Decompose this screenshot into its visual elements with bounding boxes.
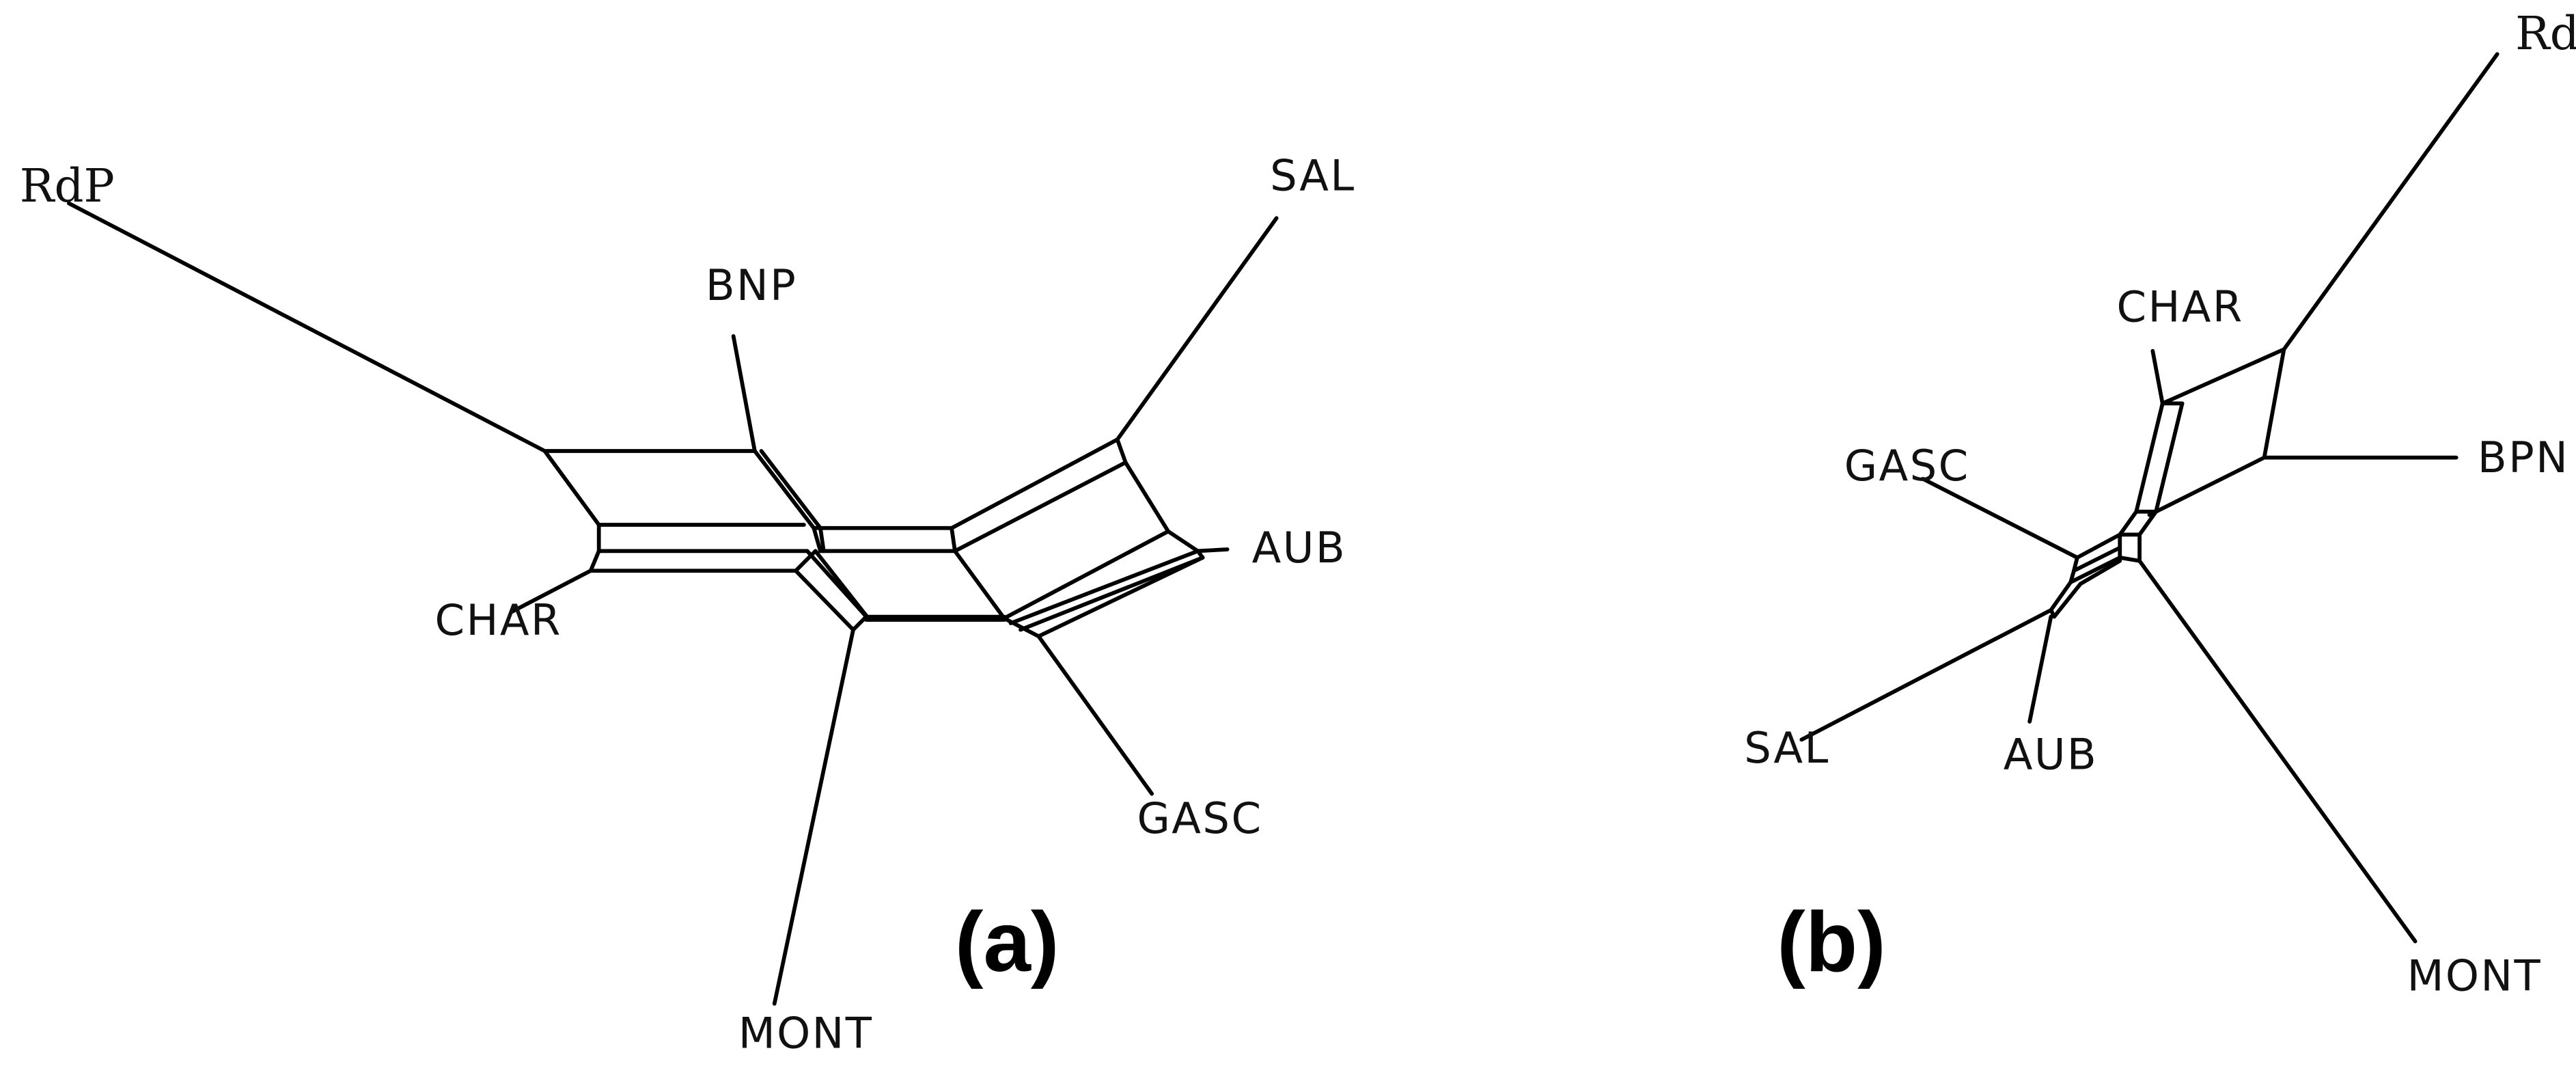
- edge-a-r6: [1166, 529, 1200, 554]
- edge-b-u3: [2147, 455, 2267, 517]
- taxon-label: CHAR: [2116, 282, 2243, 331]
- edge-b-k8: [2075, 532, 2122, 560]
- edge-a-c7: [813, 549, 872, 623]
- edge-b-aub: [2027, 614, 2053, 724]
- edge-b-u1: [2160, 347, 2286, 406]
- edge-b-u2: [2262, 347, 2286, 460]
- edge-b-k16: [2049, 607, 2057, 619]
- edge-a-m5: [953, 549, 1006, 620]
- network-b: RdP CHAR BPN GASC SAL AUB MONT (b): [1744, 7, 2576, 1001]
- edge-a-r11: [1036, 556, 1205, 639]
- edge-b-k13: [2049, 580, 2073, 612]
- edge-b-k3: [2137, 509, 2158, 537]
- edge-a-m3: [950, 525, 957, 554]
- edge-a-r4: [1123, 460, 1171, 534]
- edge-b-gasc: [1921, 476, 2079, 560]
- edge-a-bnp: [731, 334, 757, 453]
- edge-a-r2: [953, 460, 1128, 554]
- edge-a-mont: [772, 627, 855, 1006]
- taxon-label: MONT: [738, 1009, 873, 1058]
- edge-b-k14: [2052, 582, 2083, 619]
- edge-a-char: [510, 569, 593, 614]
- edge-a-box2: [542, 449, 601, 527]
- network-a: RdP BNP SAL AUB CHAR GASC MONT (a): [20, 150, 1355, 1058]
- taxon-label: AUB: [2004, 730, 2098, 780]
- edge-a-c4: [818, 525, 826, 554]
- edge-b-k12: [2068, 556, 2122, 584]
- edge-a-r9: [1002, 616, 1041, 639]
- edge-b-k2: [2118, 509, 2139, 537]
- taxon-label: BNP: [706, 260, 797, 310]
- edge-b-mont: [2137, 558, 2418, 944]
- taxon-label: RdP: [2515, 7, 2576, 60]
- edge-a-r8: [1019, 556, 1205, 632]
- edge-b-sal: [1799, 607, 2053, 742]
- panel-label-b: (b): [1777, 894, 1885, 989]
- edge-a-sal: [1115, 216, 1279, 442]
- edge-b-k10: [2072, 545, 2122, 573]
- taxon-label: RdP: [20, 159, 115, 213]
- edge-a-c1: [752, 449, 816, 530]
- edge-a-r1: [950, 437, 1120, 530]
- edge-b-rdp: [2282, 52, 2499, 352]
- panel-label-a: (a): [955, 894, 1060, 989]
- edge-a-c2: [759, 449, 822, 530]
- edge-b-k15: [2078, 558, 2122, 586]
- taxon-label: BPN: [2478, 433, 2569, 482]
- edge-b-u5: [2134, 401, 2165, 514]
- edge-a-aub: [1195, 547, 1230, 554]
- edge-a-r3: [1115, 437, 1128, 465]
- edge-b-u6: [2154, 401, 2185, 514]
- edge-a-c3: [812, 525, 822, 554]
- edge-a-gasc: [1036, 634, 1154, 796]
- edge-a-r7: [1008, 549, 1200, 625]
- taxon-label: MONT: [2407, 951, 2542, 1001]
- edge-a-box6: [588, 549, 601, 573]
- taxon-label: GASC: [1844, 441, 1970, 491]
- edge-a-r5: [1002, 529, 1171, 620]
- taxon-label: SAL: [1744, 723, 1829, 773]
- edge-b-char: [2150, 348, 2165, 406]
- edge-b-k7: [2118, 556, 2142, 563]
- edge-a-rdp: [66, 201, 547, 453]
- taxon-label: GASC: [1137, 793, 1263, 843]
- taxon-label: AUB: [1252, 523, 1346, 573]
- edge-a-c8: [794, 569, 855, 632]
- taxon-label: SAL: [1270, 150, 1355, 200]
- taxon-label: CHAR: [435, 595, 562, 645]
